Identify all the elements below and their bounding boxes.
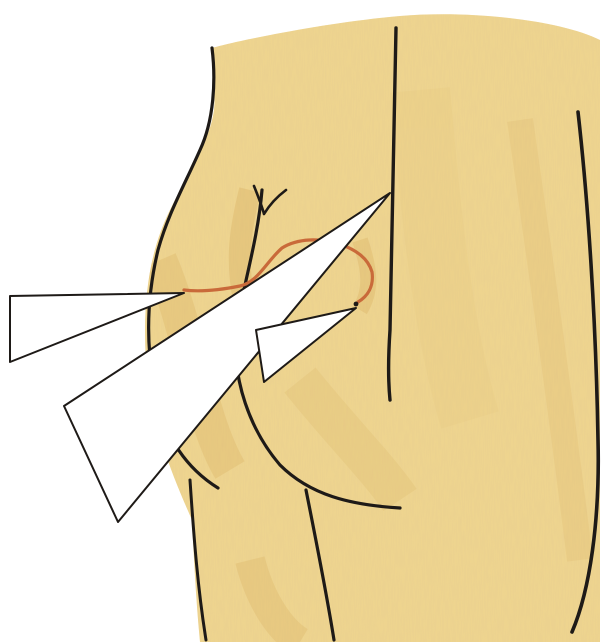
incision-endpoint xyxy=(354,302,359,307)
